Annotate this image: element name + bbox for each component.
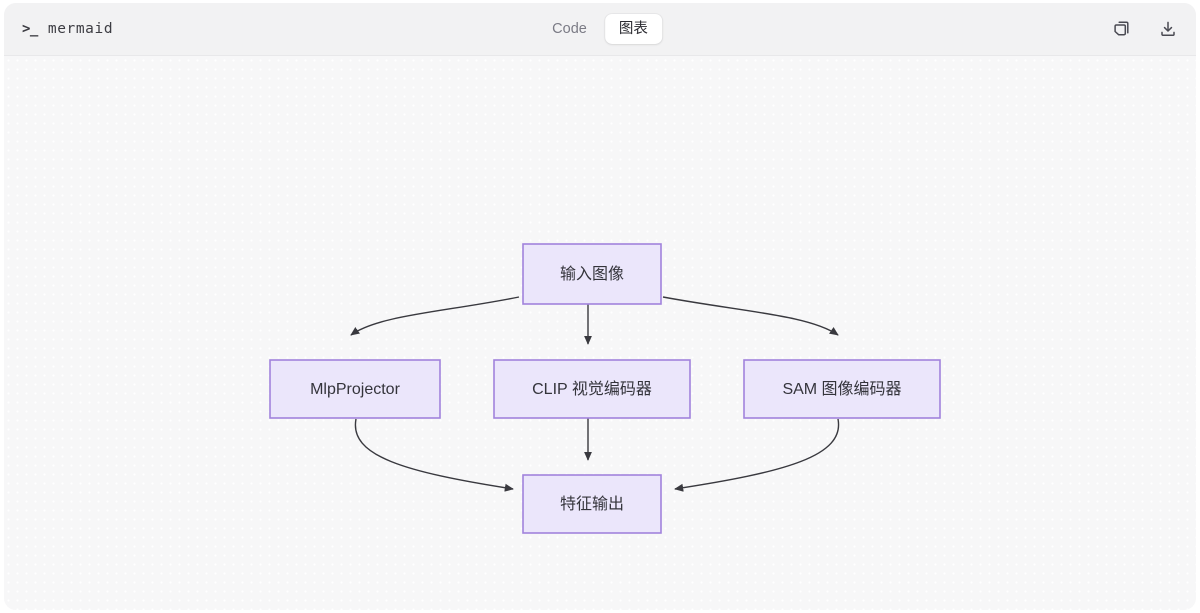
copy-icon[interactable]: [1110, 17, 1134, 41]
titlebar: >_ mermaid Code 图表: [4, 3, 1196, 56]
view-mode-tabs: Code 图表: [535, 11, 665, 47]
edge-input-to-sam: [662, 296, 839, 336]
edge-input-to-mlp: [350, 296, 520, 336]
node-mlp-projector[interactable]: MlpProjector: [269, 359, 441, 419]
edge-sam-to-output: [674, 418, 840, 492]
edges-layer: [350, 296, 840, 492]
node-clip-vision-encoder[interactable]: CLIP 视觉编码器: [493, 359, 691, 419]
node-input-image[interactable]: 输入图像: [522, 243, 662, 305]
mermaid-viewer-window: >_ mermaid Code 图表: [4, 3, 1196, 610]
node-feature-output[interactable]: 特征输出: [522, 474, 662, 534]
node-sam-image-encoder[interactable]: SAM 图像编码器: [743, 359, 941, 419]
header-actions: [1110, 17, 1180, 41]
edge-mlp-to-output: [354, 418, 514, 492]
terminal-prompt-icon: >_: [22, 21, 38, 37]
diagram-canvas[interactable]: 输入图像 MlpProjector CLIP 视觉编码器 SAM 图像编码器 特…: [4, 56, 1196, 610]
node-label-mlp-projector: MlpProjector: [310, 381, 400, 398]
tab-diagram[interactable]: 图表: [604, 13, 662, 45]
node-label-feature-output: 特征输出: [560, 495, 624, 513]
node-label-sam-image-encoder: SAM 图像编码器: [782, 380, 901, 398]
flowchart-svg: 输入图像 MlpProjector CLIP 视觉编码器 SAM 图像编码器 特…: [269, 243, 941, 534]
app-title: mermaid: [47, 21, 114, 37]
app-brand: >_ mermaid: [22, 3, 113, 55]
download-icon[interactable]: [1156, 17, 1180, 41]
tab-code[interactable]: Code: [552, 20, 587, 37]
node-label-clip-vision-encoder: CLIP 视觉编码器: [532, 380, 652, 398]
node-label-input-image: 输入图像: [560, 265, 624, 283]
